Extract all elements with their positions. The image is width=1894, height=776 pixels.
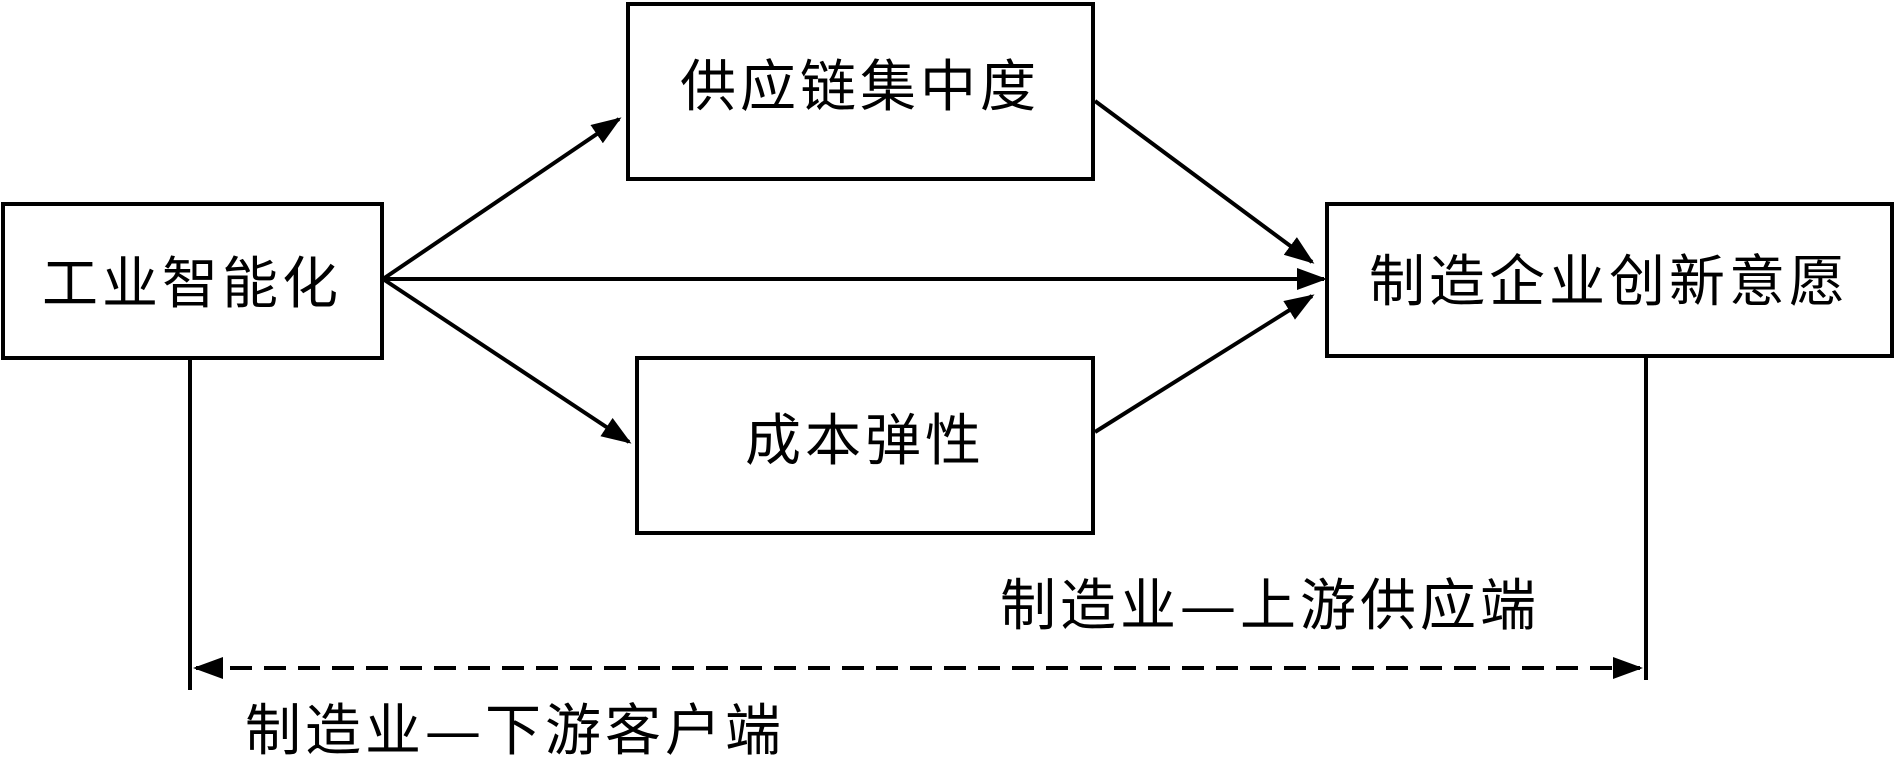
box-cost-elasticity: [635, 356, 1095, 535]
node-mediator-top-label: 供应链集中度: [680, 55, 1040, 120]
node-source-label: 工业智能化: [42, 252, 342, 317]
band-upstream-label: 制造业—上游供应端: [1000, 574, 1540, 639]
arrow-source-to-mediator-top: [381, 117, 622, 281]
box-innovation-willingness: [1325, 202, 1894, 358]
arrow-mediator-top-to-outcome: [1093, 99, 1315, 264]
band-downstream-label: 制造业—下游客户端: [245, 699, 785, 764]
box-supply-chain-concentration: [626, 2, 1095, 181]
arrow-mediator-bottom-to-outcome: [1093, 294, 1315, 434]
node-mediator-bottom-label: 成本弹性: [745, 409, 985, 474]
arrow-source-to-mediator-bottom: [381, 277, 632, 444]
node-outcome-label: 制造企业创新意愿: [1369, 250, 1849, 315]
box-industrial-intelligence: [1, 202, 384, 360]
